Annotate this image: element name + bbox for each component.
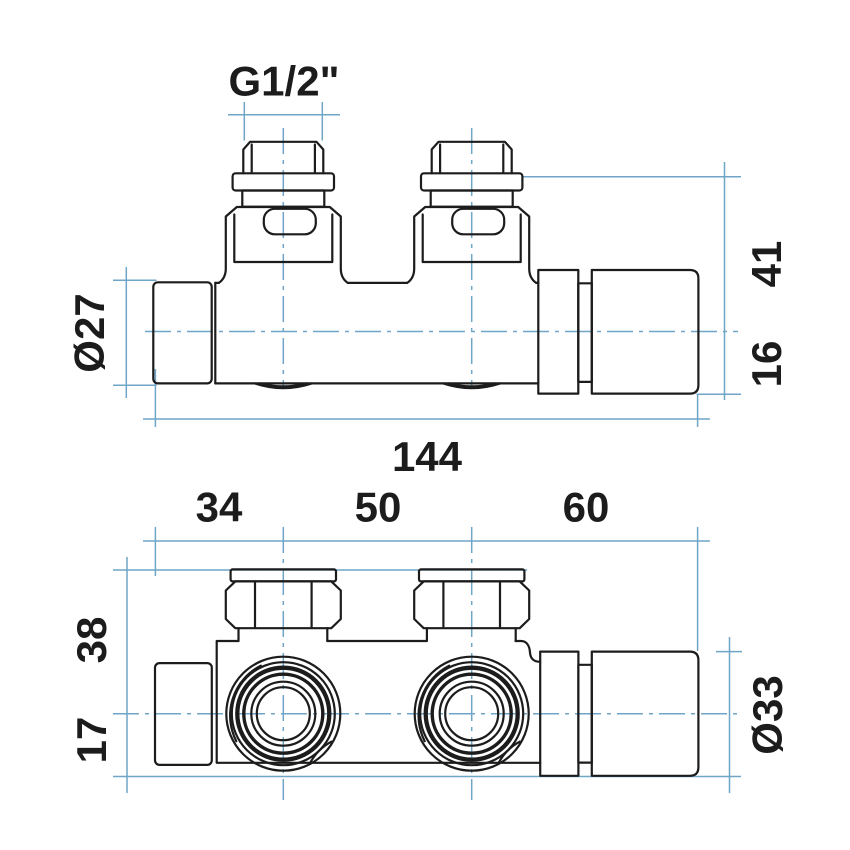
right-offset-dimension-label: 60 — [563, 484, 610, 531]
thread-extension-lines — [243, 102, 324, 141]
handle-bottom — [590, 650, 700, 777]
port-offset-extensions — [154, 527, 699, 651]
thread-size-dimension-label: G1/2" — [229, 58, 340, 105]
left-offset-dimension-label: 34 — [196, 484, 243, 531]
end-cap-bottom — [153, 661, 213, 766]
body-outline — [215, 639, 542, 764]
handle-diameter-dimension-label: Ø33 — [744, 675, 791, 754]
side-view — [152, 140, 700, 395]
upper-height-dimension-label: 41 — [743, 241, 790, 288]
overall-length-dimension-label: 144 — [392, 433, 463, 480]
below-axis-dimension-label: 17 — [68, 717, 115, 764]
nut-height-dimension-label: 38 — [68, 617, 115, 664]
dimension-labels: G1/2" Ø27 41 16 144 34 50 60 38 17 Ø33 — [66, 58, 791, 764]
port-spacing-dimension-label: 50 — [355, 484, 402, 531]
end-cap — [152, 281, 213, 385]
left-bottom-stub-arc — [253, 382, 313, 390]
pipe-diameter-ticks — [113, 279, 157, 387]
handle — [590, 268, 700, 395]
right-bottom-stub-arc — [442, 382, 502, 390]
bottom-view — [153, 568, 700, 777]
overall-length-extensions — [154, 369, 699, 427]
lower-height-dimension-label: 16 — [743, 341, 790, 388]
pipe-diameter-dimension-label: Ø27 — [66, 293, 113, 372]
spacer-ring — [577, 282, 593, 383]
